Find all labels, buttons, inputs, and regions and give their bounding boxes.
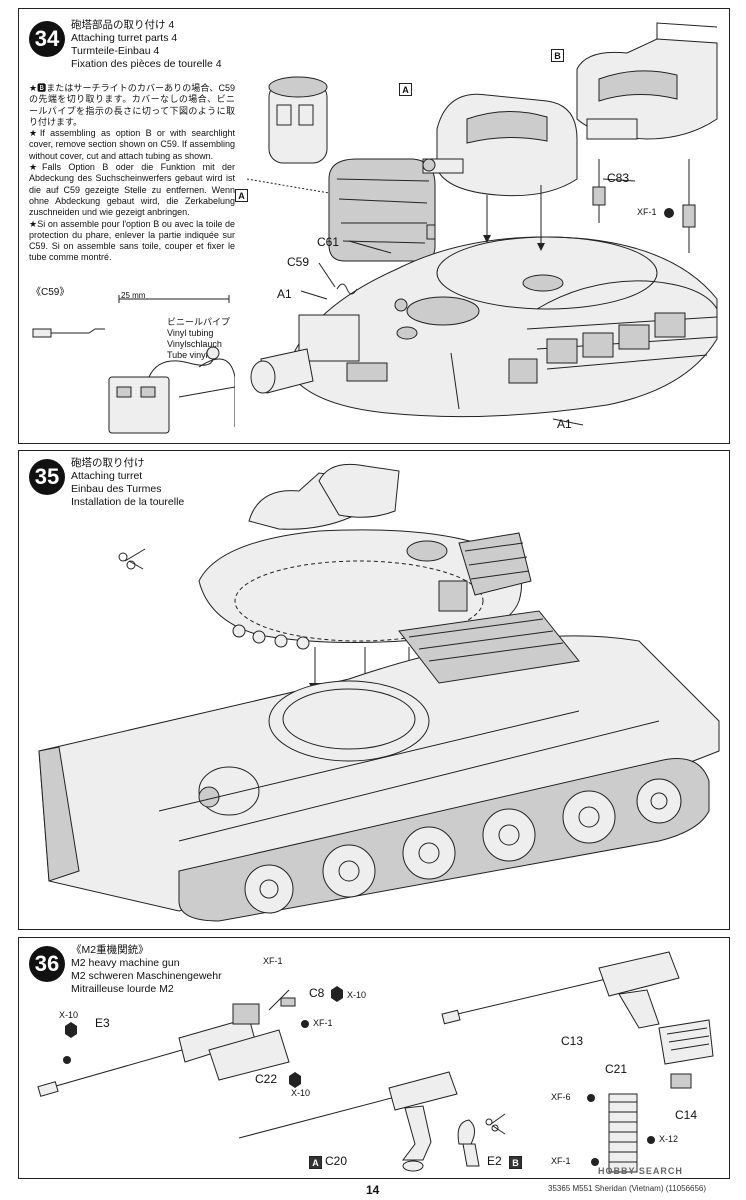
paint-dot-icon: [587, 1094, 595, 1102]
label-x10-a: X-10: [347, 990, 367, 1000]
turret-body: [250, 236, 718, 418]
m2-gun-right: [441, 951, 680, 1029]
label-xf1-a: XF-1: [263, 956, 283, 966]
step-35-titles: 砲塔の取り付け Attaching turret Einbau des Turm…: [71, 457, 184, 509]
step-35-title-de: Einbau des Turmes: [71, 483, 162, 495]
tubing-label-fr: Tube vinyle: [167, 350, 213, 360]
label-a1-bottom: A1: [557, 417, 572, 431]
antenna-c83: [592, 159, 696, 253]
label-c21: C21: [605, 1062, 628, 1076]
step-34-title-de: Turmteile-Einbau 4: [71, 45, 160, 57]
m2-gun-mounted: [238, 1071, 480, 1172]
tank-hull: [38, 610, 720, 912]
step-34-title-en: Attaching turret parts 4: [71, 32, 178, 44]
step-34-title-fr: Fixation des pièces de tourelle 4: [71, 58, 222, 70]
label-xf1: XF-1: [637, 207, 657, 217]
c59-detail: 《C59》 25 mm ビニールパイプ Vinyl tubing Vinylsc…: [29, 277, 235, 443]
label-c20: C20: [325, 1154, 348, 1168]
step-35-title-en: Attaching turret: [71, 470, 143, 482]
option-a-marker-left: A: [235, 189, 248, 202]
step-34-turret-drawing: [247, 22, 718, 426]
step-35-number: 35: [29, 459, 65, 495]
c59-drawing: [32, 295, 235, 434]
label-c14: C14: [675, 1108, 698, 1122]
step-35-panel: 35 砲塔の取り付け Attaching turret Einbau des T…: [18, 450, 730, 930]
tubing-length-scale: 25 mm: [121, 291, 146, 300]
scissors-icon: [485, 1113, 506, 1135]
option-b-marker-top: B: [551, 49, 564, 62]
tubing-label-jp: ビニールパイプ: [167, 317, 231, 327]
label-x10-c: X-10: [59, 1010, 79, 1020]
searchlight-cover: [247, 158, 436, 262]
label-xf1-b: XF-1: [313, 1018, 333, 1028]
instruction-de: ★Falls Option B oder die Funktion mit de…: [29, 162, 235, 218]
step-36-panel: 36 《M2重機関銃》 M2 heavy machine gun M2 schw…: [18, 937, 730, 1179]
paint-hex-icon: [331, 986, 343, 1002]
m2-gun-exploded: [37, 989, 296, 1097]
step-36-title-fr: Mitrailleuse lourde M2: [71, 983, 174, 995]
step-34-titles: 砲塔部品の取り付け 4 Attaching turret parts 4 Tur…: [71, 19, 222, 71]
label-a1-left: A1: [277, 287, 292, 301]
label-xf6: XF-6: [551, 1092, 571, 1102]
step-35-title-fr: Installation de la tourelle: [71, 496, 185, 508]
turret-assembly: [198, 463, 532, 650]
step-35-tank-drawing: [38, 463, 720, 922]
label-c61: C61: [317, 235, 340, 249]
paint-hex-icon: [289, 1072, 301, 1088]
label-x12: X-12: [659, 1134, 679, 1144]
label-c83: C83: [607, 171, 630, 185]
page-number: 14: [366, 1183, 380, 1197]
instruction-fr: ★Si on assemble pour l'option B ou avec …: [29, 218, 235, 263]
step-35-title-jp: 砲塔の取り付け: [71, 457, 145, 469]
watermark: HOBBY SEARCH: [598, 1166, 683, 1176]
ammo-box: [587, 1019, 714, 1173]
label-c8: C8: [309, 986, 325, 1000]
step-36-title-jp: 《M2重機関銃》: [71, 944, 149, 956]
paint-dot-icon: [301, 1020, 309, 1028]
paint-dot-icon: [664, 208, 674, 218]
label-x10-b: X-10: [291, 1088, 311, 1098]
label-e3: E3: [95, 1016, 110, 1030]
option-a-marker-top: A: [399, 83, 412, 96]
scissors-icon: [118, 548, 146, 570]
step-34-instructions: ★🅱またはサーチライトのカバーありの場合、C59の先端を切り取ります。カバーなし…: [29, 83, 235, 264]
searchlight-part: [268, 76, 328, 164]
instruction-en: ★If assembling as option B or with searc…: [29, 128, 235, 161]
c59-detail-title: 《C59》: [31, 287, 70, 298]
footer-code: 35365 M551 Sheridan (Vietnam) (11056656): [548, 1184, 707, 1193]
instruction-jp: ★🅱またはサーチライトのカバーありの場合、C59の先端を切り取ります。カバーなし…: [29, 83, 235, 127]
label-c59: C59: [287, 255, 310, 269]
step-36-mg-drawing: [37, 951, 714, 1173]
step-34-number: 34: [29, 21, 65, 57]
step-36-titles: 《M2重機関銃》 M2 heavy machine gun M2 schwere…: [71, 944, 222, 996]
paint-dot-icon: [591, 1158, 599, 1166]
paint-hex-icon: [65, 1022, 77, 1038]
option-a-marker: A: [309, 1156, 322, 1169]
step-36-title-en: M2 heavy machine gun: [71, 957, 180, 969]
running-gear: [178, 758, 710, 922]
step-36-number: 36: [29, 946, 65, 982]
tubing-label-en: Vinyl tubing: [167, 328, 214, 338]
label-c22: C22: [255, 1072, 278, 1086]
step-34-title-jp: 砲塔部品の取り付け 4: [71, 19, 175, 31]
option-b-marker: B: [509, 1156, 522, 1169]
turret-stowage-boxes: [508, 312, 686, 384]
tubing-label-de: Vinylschlauch: [167, 339, 222, 349]
commander-cupola-b: [576, 22, 718, 140]
label-xf1-c: XF-1: [551, 1156, 571, 1166]
paint-dot-icon: [647, 1136, 655, 1144]
tubing-labels: ビニールパイプ Vinyl tubing Vinylschlauch Tube …: [167, 317, 230, 361]
label-e2: E2: [487, 1154, 502, 1168]
step-34-panel: 34 砲塔部品の取り付け 4 Attaching turret parts 4 …: [18, 8, 730, 444]
paint-dot-icon: [63, 1056, 71, 1064]
label-c13: C13: [561, 1034, 584, 1048]
commander-cupola-a: [422, 93, 578, 251]
step-36-title-de: M2 schweren Maschinengewehr: [71, 970, 222, 982]
